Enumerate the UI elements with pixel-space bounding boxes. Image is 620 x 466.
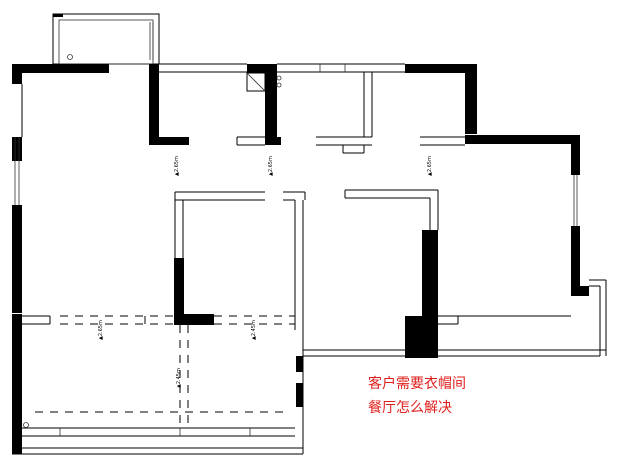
ceiling-mark: ▲2.65m	[98, 320, 104, 340]
ceiling-mark: ▲2.65m	[174, 156, 180, 176]
ceiling-mark: ▲2.65m	[268, 156, 274, 176]
annotation-line-2: 餐厅怎么解决	[368, 400, 452, 416]
ceiling-mark: ▲2.45m	[176, 368, 182, 388]
exterior-walls	[12, 63, 589, 454]
ceiling-mark: ▲2.65m	[427, 156, 433, 176]
interior-walls	[12, 72, 571, 455]
client-annotation: 客户需要衣帽间 餐厅怎么解决	[368, 375, 466, 416]
wash-basin	[246, 72, 282, 92]
ceiling-mark: ▲2.45m	[251, 320, 257, 340]
ceiling-height-marks: ▲2.65m ▲2.65m ▲2.65m ▲2.65m ▲2.45m ▲2.45…	[98, 156, 433, 388]
top-left-balcony	[52, 13, 160, 65]
annotation-line-1: 客户需要衣帽间	[368, 375, 466, 392]
bottom-right-balcony	[303, 279, 607, 357]
